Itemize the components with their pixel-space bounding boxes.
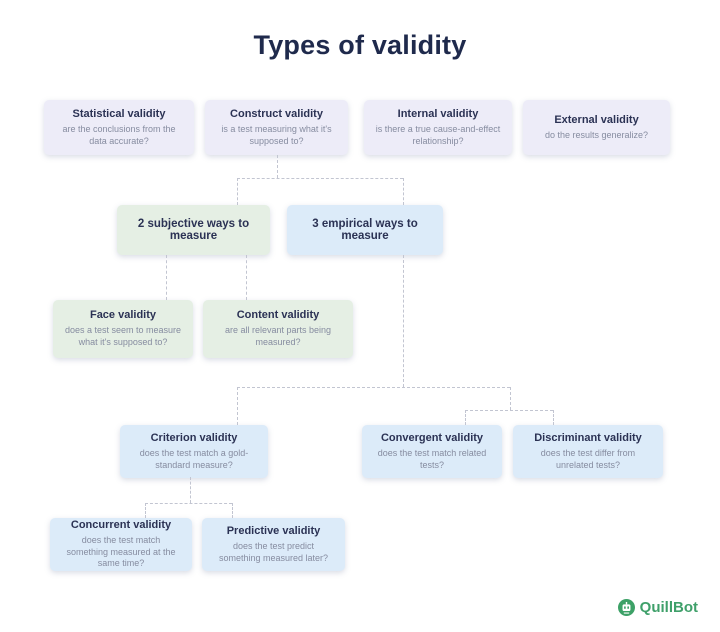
connector-empirical-down [403, 255, 404, 387]
connector-to-convergent [465, 410, 466, 425]
connector-to-face [166, 255, 167, 300]
node-desc: does the test match something measured a… [66, 535, 176, 569]
node-predictive-validity: Predictive validity does the test predic… [202, 518, 345, 571]
connector-row2-horizontal [237, 178, 403, 179]
node-title: Internal validity [397, 107, 479, 120]
node-desc: does the test predict something measured… [218, 540, 329, 563]
group-subjective-ways: 2 subjective ways to measure [117, 205, 270, 255]
node-construct-validity: Construct validity is a test measuring w… [205, 100, 348, 155]
node-desc: is there a true cause-and-effect relatio… [375, 123, 501, 146]
node-title: Criterion validity [150, 431, 238, 444]
node-concurrent-validity: Concurrent validity does the test match … [50, 518, 192, 571]
node-title: Construct validity [230, 107, 323, 120]
connector-to-empirical [403, 178, 404, 205]
group-label: 2 subjective ways to measure [137, 218, 250, 242]
node-title: Convergent validity [380, 431, 484, 444]
node-desc: does a test seem to measure what it's su… [64, 325, 182, 348]
node-content-validity: Content validity are all relevant parts … [203, 300, 353, 358]
group-empirical-ways: 3 empirical ways to measure [287, 205, 443, 255]
connector-row4-horizontal [237, 387, 510, 388]
node-desc: are all relevant parts being measured? [224, 325, 332, 348]
node-criterion-validity: Criterion validity does the test match a… [120, 425, 268, 478]
node-title: Predictive validity [226, 524, 321, 537]
node-internal-validity: Internal validity is there a true cause-… [364, 100, 512, 155]
connector-to-discriminant [553, 410, 554, 425]
quillbot-robot-icon [617, 599, 635, 616]
node-desc: does the test differ from unrelated test… [540, 447, 636, 470]
connector-criterion-down [190, 477, 191, 503]
node-desc: does the test match related tests? [377, 447, 487, 470]
node-title: Statistical validity [72, 107, 166, 120]
connector-right-drop [510, 387, 511, 410]
quillbot-logo: QuillBot [617, 599, 698, 616]
connector-construct-stub [277, 155, 278, 178]
node-convergent-validity: Convergent validity does the test match … [362, 425, 502, 478]
node-desc: does the test match a gold-standard meas… [139, 447, 249, 470]
connector-to-concurrent [145, 503, 146, 518]
node-title: Face validity [89, 309, 157, 322]
node-title: Content validity [236, 309, 320, 322]
group-label: 3 empirical ways to measure [312, 218, 418, 242]
node-face-validity: Face validity does a test seem to measur… [53, 300, 193, 358]
connector-row5-horizontal [145, 503, 232, 504]
node-title: Discriminant validity [534, 431, 642, 444]
node-desc: do the results generalize? [544, 129, 649, 140]
connector-to-predictive [232, 503, 233, 518]
connector-convergent-horizontal [465, 410, 553, 411]
node-statistical-validity: Statistical validity are the conclusions… [44, 100, 194, 155]
node-desc: are the conclusions from the data accura… [62, 123, 176, 146]
node-title: External validity [554, 113, 639, 126]
node-title: Concurrent validity [70, 518, 172, 531]
connector-to-subjective [237, 178, 238, 205]
node-discriminant-validity: Discriminant validity does the test diff… [513, 425, 663, 478]
node-desc: is a test measuring what it's supposed t… [221, 123, 332, 146]
brand-name: QuillBot [639, 599, 698, 616]
connector-to-criterion [237, 387, 238, 425]
page-title: Types of validity [253, 30, 467, 60]
node-external-validity: External validity do the results general… [523, 100, 670, 155]
connector-to-content [246, 255, 247, 300]
